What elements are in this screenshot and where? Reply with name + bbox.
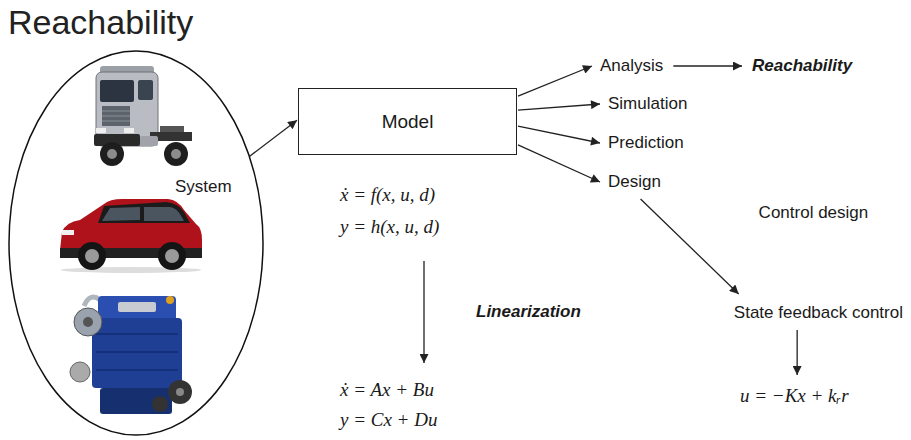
node-label: System bbox=[175, 176, 232, 198]
engine-illustration bbox=[152, 396, 168, 412]
truck-illustration bbox=[102, 111, 130, 112]
engine-illustration bbox=[166, 296, 174, 304]
arrow-connector bbox=[641, 199, 739, 294]
node-text: ẋ = f(x, u, d) bbox=[340, 179, 439, 211]
arrow-connector bbox=[673, 65, 742, 66]
engine-illustration bbox=[70, 362, 90, 382]
truck-illustration bbox=[100, 80, 134, 102]
car-illustration bbox=[85, 249, 99, 263]
engine-illustration bbox=[100, 388, 172, 414]
car-illustration bbox=[98, 202, 190, 223]
truck-illustration bbox=[102, 116, 130, 117]
control-law: u = −Kx + kᵣr bbox=[736, 381, 853, 411]
car-illustration bbox=[78, 242, 106, 270]
arrow-connector bbox=[249, 120, 297, 156]
truck-illustration bbox=[100, 142, 124, 166]
nonlinear-equations: ẋ = f(x, u, d)y = h(x, u, d) bbox=[336, 177, 443, 245]
car-illustration bbox=[61, 267, 201, 273]
ellipse-outline bbox=[9, 51, 263, 435]
car-illustration bbox=[165, 249, 179, 263]
node-text: Reachability bbox=[752, 55, 852, 77]
model-box: Model bbox=[298, 88, 517, 155]
engine-illustration bbox=[92, 318, 182, 388]
arrow-connector bbox=[797, 330, 798, 375]
state-feedback-control: State feedback control bbox=[730, 300, 907, 326]
truck-illustration bbox=[164, 142, 188, 166]
car-illustration bbox=[158, 242, 186, 270]
engine-illustration bbox=[96, 333, 178, 335]
node-text: y = h(x, u, d) bbox=[340, 211, 439, 243]
linear-equations: ẋ = Ax + Buy = Cx + Du bbox=[336, 373, 441, 437]
car-illustration bbox=[144, 207, 184, 221]
car-illustration bbox=[102, 207, 140, 221]
edge-label: Linearization bbox=[474, 301, 583, 323]
node-text: State feedback control bbox=[734, 302, 903, 324]
prediction-item: Prediction bbox=[604, 130, 688, 156]
arrow-connector bbox=[423, 261, 424, 363]
node-label: Model bbox=[382, 110, 434, 134]
engine-illustration bbox=[70, 296, 192, 414]
node-text: y = Cx + Du bbox=[340, 405, 437, 435]
car-illustration bbox=[60, 199, 202, 273]
car-illustration bbox=[62, 230, 74, 235]
truck-illustration bbox=[96, 128, 106, 133]
arrow-connector bbox=[518, 104, 600, 110]
truck-illustration bbox=[171, 149, 181, 159]
engine-illustration bbox=[118, 302, 156, 312]
node-text: Simulation bbox=[608, 93, 687, 115]
simulation-item: Simulation bbox=[604, 91, 691, 117]
truck-illustration bbox=[94, 66, 192, 166]
engine-illustration bbox=[96, 351, 178, 353]
ellipse-outline bbox=[8, 50, 264, 436]
system-ellipse: System bbox=[8, 50, 264, 436]
truck-illustration bbox=[138, 80, 153, 100]
engine-illustration bbox=[83, 317, 93, 327]
title: Reachability bbox=[8, 2, 193, 42]
node-text: ẋ = Ax + Bu bbox=[340, 375, 437, 405]
truck-illustration bbox=[160, 126, 184, 132]
engine-illustration bbox=[96, 369, 178, 371]
truck-illustration bbox=[107, 149, 117, 159]
truck-illustration bbox=[102, 106, 130, 126]
node-text: Analysis bbox=[600, 55, 663, 77]
truck-illustration bbox=[124, 128, 134, 133]
engine-illustration bbox=[74, 308, 102, 336]
arrow-connector bbox=[518, 145, 600, 182]
node-text: Design bbox=[608, 171, 661, 193]
design-item: Design bbox=[604, 169, 665, 195]
engine-illustration bbox=[176, 388, 184, 396]
engine-illustration bbox=[168, 380, 192, 404]
arrow-connector bbox=[518, 126, 600, 143]
node-text: u = −Kx + kᵣr bbox=[740, 383, 849, 409]
node-text: Prediction bbox=[608, 132, 684, 154]
arrow-connector bbox=[518, 66, 592, 96]
analysis-item: Analysis bbox=[596, 53, 667, 79]
reachability-term: Reachability bbox=[748, 53, 856, 79]
engine-illustration bbox=[84, 297, 100, 306]
truck-illustration bbox=[102, 121, 130, 122]
edge-label: Control design bbox=[757, 202, 871, 224]
truck-illustration bbox=[140, 136, 158, 146]
